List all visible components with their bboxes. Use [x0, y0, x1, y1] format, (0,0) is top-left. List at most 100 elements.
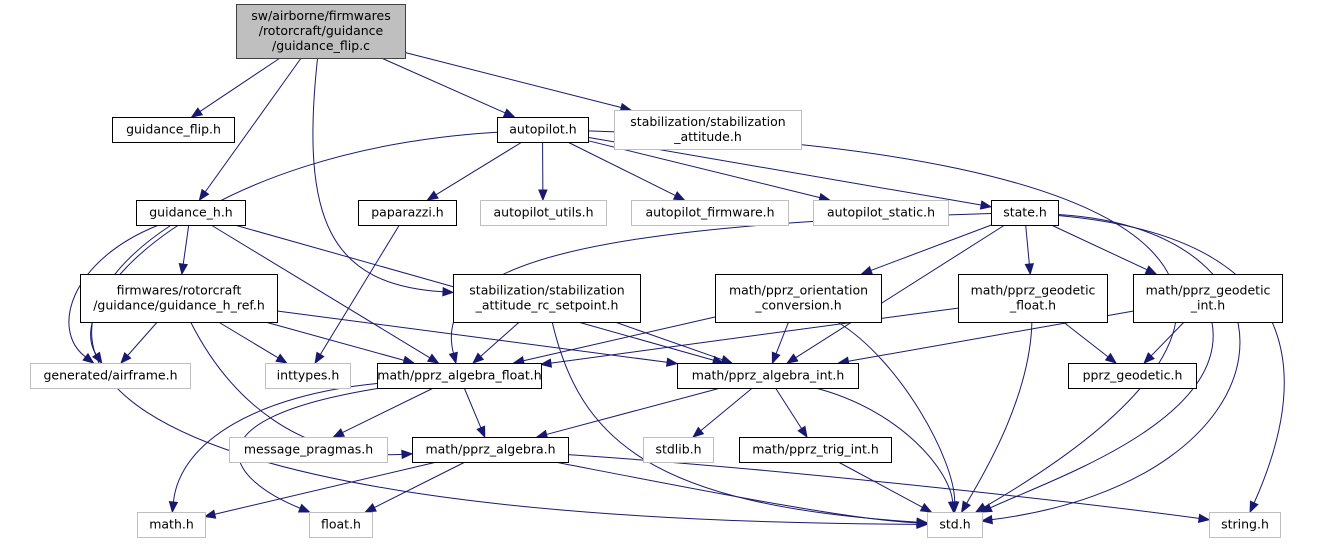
node-message-pragmas-h: message_pragmas.h	[229, 437, 388, 463]
edge-line	[966, 321, 1033, 504]
edge-paparazzi_h-to-inttypes_h	[314, 224, 400, 365]
edge-line	[1057, 215, 1285, 504]
edge-line	[523, 316, 716, 362]
node-box	[1133, 274, 1283, 323]
node-geodetic-int-h[interactable]: math/pprz_geodetic_int.h	[1133, 274, 1283, 323]
node-algebra-float-h[interactable]: math/pprz_algebra_float.h	[377, 363, 542, 389]
edge-line	[265, 321, 405, 361]
edge-root-to-stab_rc_setpoint_h	[312, 57, 455, 297]
node-autopilot-h[interactable]: autopilot.h	[497, 117, 589, 143]
node-box	[813, 200, 949, 226]
node-label: stdlib.h	[655, 442, 701, 457]
edge-line	[795, 224, 1006, 359]
arrowhead-icon	[476, 425, 486, 439]
edge-guidance_h_h-to-algebra_float_h	[210, 224, 440, 364]
node-paparazzi-h[interactable]: paparazzi.h	[358, 200, 457, 226]
arrowhead-icon	[120, 351, 132, 365]
node-box	[643, 437, 714, 463]
node-state-h[interactable]: state.h	[991, 200, 1059, 226]
edge-line	[837, 321, 956, 503]
node-algebra-int-h[interactable]: math/pprz_algebra_int.h	[677, 363, 859, 389]
node-inttypes-h: inttypes.h	[265, 363, 351, 389]
node-algebra-h[interactable]: math/pprz_algebra.h	[412, 437, 569, 463]
node-std-h: std.h	[927, 512, 983, 538]
node-geodetic-float-h[interactable]: math/pprz_geodetic_float.h	[958, 274, 1108, 323]
edge-line	[182, 224, 190, 265]
edge-line	[587, 140, 821, 199]
node-guidance-h-h[interactable]: guidance_h.h	[136, 200, 246, 226]
edge-line	[614, 321, 723, 361]
arrowhead-icon	[1249, 500, 1259, 514]
node-box	[991, 200, 1059, 226]
node-label: autopilot_firmware.h	[645, 205, 774, 220]
node-label: math/pprz_trig_int.h	[752, 442, 879, 457]
node-box	[453, 274, 641, 323]
edge-line	[554, 461, 918, 524]
node-orientation-conv-h[interactable]: math/pprz_orientation_conversion.h	[715, 274, 882, 323]
node-guidance-flip-h[interactable]: guidance_flip.h	[112, 117, 235, 143]
node-box	[497, 117, 589, 143]
edge-state_h-to-std_h	[980, 213, 1241, 525]
node-label: math/pprz_orientation	[729, 283, 868, 298]
node-label: _attitude_rc_setpoint.h	[475, 298, 619, 313]
node-label: autopilot.h	[509, 122, 576, 137]
node-box	[1068, 363, 1197, 389]
arrowhead-icon	[426, 190, 439, 201]
arrowhead-icon	[448, 351, 458, 365]
node-label: _attitude.h	[673, 129, 742, 144]
arrowhead-icon	[916, 518, 929, 528]
edge-state_h-to-algebra_int_h	[786, 224, 1006, 364]
node-box	[137, 512, 206, 538]
edge-algebra_int_h-to-algebra_h	[535, 387, 721, 439]
edge-guidance_h_ref_h-to-airframe_h	[120, 321, 158, 365]
edge-line	[210, 224, 431, 359]
node-root[interactable]: sw/airborne/firmwares/rotorcraft/guidanc…	[236, 4, 406, 59]
edge-line	[838, 461, 923, 508]
edge-state_h-to-geodetic_float_h	[1024, 224, 1034, 276]
node-trig-int-h[interactable]: math/pprz_trig_int.h	[739, 437, 892, 463]
node-label: paparazzi.h	[371, 205, 443, 220]
edge-algebra_float_h-to-message_pragmas_h	[332, 387, 434, 438]
arrowhead-icon	[401, 449, 414, 460]
arrowhead-icon	[1104, 352, 1118, 364]
edge-state_h-to-geodetic_int_h	[1051, 224, 1158, 275]
node-label: string.h	[1221, 517, 1269, 532]
node-airframe-h: generated/airframe.h	[30, 363, 191, 389]
edge-line	[567, 141, 676, 196]
edge-line	[550, 307, 959, 364]
node-label: inttypes.h	[277, 368, 340, 383]
edge-root-to-stab_attitude_h	[404, 52, 633, 113]
node-label: _int.h	[1190, 298, 1225, 313]
edge-line	[546, 387, 721, 435]
node-stab-attitude-h: stabilization/stabilization_attitude.h	[614, 110, 802, 150]
node-label: autopilot_static.h	[827, 205, 935, 220]
arrowhead-icon	[297, 503, 311, 513]
node-label: math/pprz_algebra_float.h	[377, 368, 541, 383]
edge-trig_int_h-to-std_h	[838, 461, 933, 513]
edge-root-to-guidance_flip_h	[190, 57, 281, 118]
edge-line	[381, 57, 506, 114]
edge-line	[1051, 224, 1148, 271]
node-box	[358, 200, 457, 226]
edge-line	[68, 224, 159, 358]
arrowhead-icon	[980, 514, 994, 525]
node-label: stabilization/stabilization	[630, 114, 785, 129]
node-pprz-geodetic-h[interactable]: pprz_geodetic.h	[1068, 363, 1197, 389]
edge-line	[551, 321, 918, 523]
arrowhead-icon	[168, 501, 179, 514]
edge-state_h-to-string_h	[1057, 215, 1285, 514]
edge-line	[480, 321, 520, 357]
node-label: _float.h	[1009, 298, 1056, 313]
arrowhead-icon	[672, 191, 686, 201]
node-label: float.h	[321, 517, 361, 532]
node-label: guidance_flip.h	[126, 122, 221, 137]
node-stab-rc-setpoint-h[interactable]: stabilization/stabilization_attitude_rc_…	[453, 274, 641, 323]
edge-guidance_h_h-to-airframe_h	[68, 224, 159, 364]
node-guidance-h-ref-h[interactable]: firmwares/rotorcraft/guidance/guidance_h…	[80, 274, 278, 323]
arrowhead-icon	[502, 108, 516, 118]
edge-autopilot_h-to-autopilot_utils_h	[538, 141, 548, 202]
arrowhead-icon	[332, 428, 346, 438]
edge-line	[463, 387, 482, 428]
node-float-h: float.h	[309, 512, 373, 538]
node-box	[265, 363, 351, 389]
